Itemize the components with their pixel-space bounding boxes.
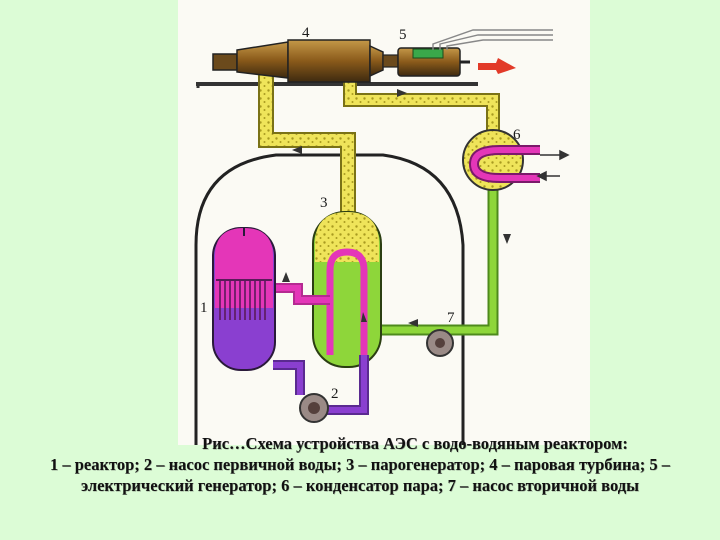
steam-pipe	[258, 70, 356, 235]
containment-dome	[194, 153, 465, 445]
reactor-vessel	[212, 227, 276, 371]
label-turbine: 4	[302, 25, 310, 41]
steam-generator	[312, 211, 382, 368]
electric-generator	[397, 47, 470, 77]
exhaust-steam-pipe	[343, 80, 500, 140]
label-feedwater-pump: 7	[447, 310, 455, 326]
label-steam-generator: 3	[320, 195, 328, 211]
cooling-water-arrows	[536, 149, 570, 182]
caption-title: Рис…Схема устройства АЭС с водо-водяным …	[202, 434, 628, 453]
label-condenser: 6	[513, 127, 521, 143]
condenser	[462, 129, 540, 191]
figure-caption: Рис…Схема устройства АЭС с водо-водяным …	[20, 433, 700, 496]
feedwater-pipe	[368, 170, 499, 336]
label-generator: 5	[399, 27, 407, 43]
npp-schematic: 4 5 6 3 1 7 2	[178, 0, 590, 445]
label-reactor: 1	[200, 300, 208, 316]
feedwater-pump	[426, 329, 454, 357]
turbine	[212, 39, 399, 83]
primary-pump	[299, 393, 329, 423]
flow-arrows	[282, 89, 511, 327]
power-output-arrow	[478, 58, 516, 74]
npp-schematic-svg: 4 5 6 3 1 7 2	[194, 25, 570, 445]
caption-legend: 1 – реактор; 2 – насос первичной воды; 3…	[49, 455, 671, 495]
output-wires	[432, 29, 553, 50]
label-primary-pump: 2	[331, 386, 339, 402]
